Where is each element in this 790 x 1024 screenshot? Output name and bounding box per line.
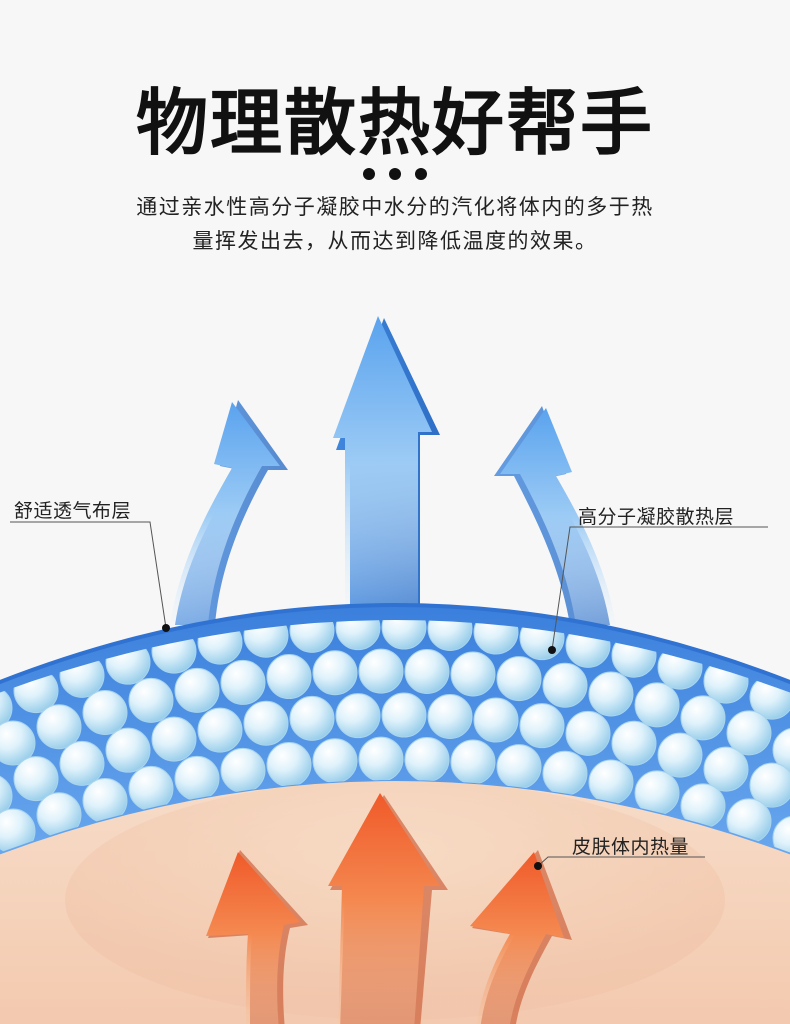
gel-bubble (657, 732, 703, 778)
gel-bubble (128, 765, 174, 811)
dot (389, 168, 401, 180)
gel-bubble (220, 659, 266, 705)
gel-bubble (772, 727, 790, 773)
gel-bubble (496, 656, 542, 702)
gel-bubble (381, 620, 427, 650)
gel-bubble (450, 739, 496, 785)
label-fabric-layer: 舒适透气布层 (14, 500, 132, 522)
gel-bubble (243, 700, 289, 746)
dot (415, 168, 427, 180)
gel-bubble (703, 746, 749, 792)
cool-air-arrow-icon (333, 316, 440, 610)
gel-bubble (266, 654, 312, 700)
gel-bubble (0, 773, 13, 819)
gel-bubble (174, 667, 220, 713)
gel-bubble (128, 677, 174, 723)
gel-bubble (0, 720, 36, 766)
gel-bubble (772, 815, 790, 860)
gel-bubble (496, 744, 542, 790)
cool-air-arrow-icon (170, 400, 288, 625)
gel-bubble (312, 738, 358, 784)
gel-bubble (174, 755, 220, 801)
gel-bubble (473, 697, 519, 743)
gel-bubble (519, 703, 565, 749)
gel-bubble (220, 747, 266, 793)
gel-bubble (0, 685, 13, 731)
description-line-2: 量挥发出去，从而达到降低温度的效果。 (192, 229, 598, 253)
gel-bubble (358, 736, 404, 782)
gel-bubble (289, 620, 335, 653)
gel-bubble (105, 727, 151, 773)
label-gel-layer: 高分子凝胶散热层 (578, 506, 735, 528)
gel-bubble (427, 620, 473, 651)
gel-bubble (335, 620, 381, 651)
gel-bubble (427, 693, 473, 739)
body-heat-arrow-icon (206, 850, 308, 1024)
gel-bubble (266, 742, 312, 788)
description: 通过亲水性高分子凝胶中水分的汽化将体内的多于热 量挥发出去，从而达到降低温度的效… (80, 190, 710, 258)
gel-bubble (680, 695, 726, 741)
gel-bubble (13, 756, 59, 802)
description-line-1: 通过亲水性高分子凝胶中水分的汽化将体内的多于热 (136, 195, 654, 219)
gel-bubble (634, 682, 680, 728)
cool-air-arrow-icon (494, 406, 616, 625)
gel-bubble (404, 649, 450, 695)
body-heat-arrow-icon (328, 793, 448, 1024)
page-title: 物理散热好帮手 (135, 81, 654, 165)
gel-bubble (59, 740, 105, 786)
gel-bubble (404, 737, 450, 783)
gel-bubble (726, 710, 772, 756)
gel-bubble (749, 762, 790, 808)
gel-bubble (588, 759, 634, 805)
gel-bubble (151, 716, 197, 762)
gel-bubble (358, 648, 404, 694)
gel-bubble (565, 710, 611, 756)
body-heat-arrow-icon (470, 850, 572, 1024)
gel-bubble (312, 650, 358, 696)
gel-bubble (197, 707, 243, 753)
gel-bubble (381, 692, 427, 738)
gel-bubble (36, 704, 82, 750)
gel-bubble (542, 750, 588, 796)
title-dots (0, 168, 790, 180)
gel-bubble (289, 695, 335, 741)
gel-bubble (611, 720, 657, 766)
gel-bubble (335, 693, 381, 739)
gel-bubble (542, 662, 588, 708)
label-body-heat: 皮肤体内热量 (572, 836, 690, 858)
gel-bubble (588, 671, 634, 717)
gel-bubble (450, 651, 496, 697)
gel-bubble (82, 690, 128, 736)
dot (363, 168, 375, 180)
label-leader-lines (10, 521, 768, 867)
